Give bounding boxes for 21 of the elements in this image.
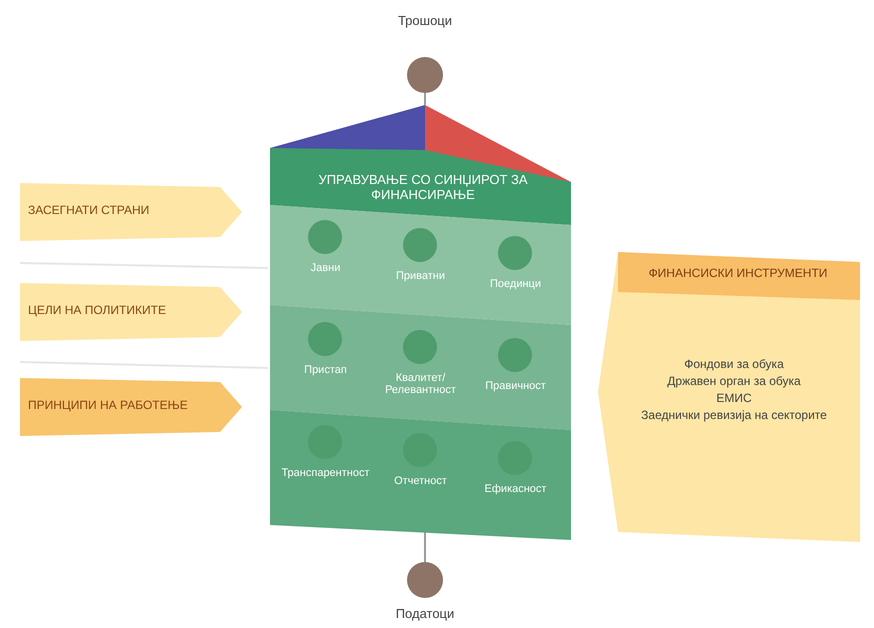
- list-item: ЕМИС: [715, 391, 753, 405]
- panel-heading: ФИНАНСИСКИ ИНСТРУМЕНТИ: [648, 266, 828, 280]
- endpoint-label: Податоци: [394, 606, 456, 621]
- item-label: Јавни: [310, 262, 342, 274]
- item-label: Ефикасност: [484, 483, 548, 495]
- item-label: Правичност: [484, 380, 547, 392]
- item-label: Транспарентност: [280, 467, 371, 479]
- endpoint-label: Трошоци: [396, 13, 454, 28]
- list-item: Фондови за обука: [683, 357, 785, 371]
- list-item: Државен орган за обука: [666, 374, 802, 388]
- item-label: Поединци: [489, 278, 542, 290]
- tab-label: ЦЕЛИ НА ПОЛИТИКИТЕ: [28, 303, 167, 317]
- item-label: Отчетност: [393, 475, 448, 487]
- tab-label: ЗАСЕГНАТИ СТРАНИ: [28, 203, 150, 217]
- connector-line: [424, 93, 426, 105]
- list-item: Заеднички ревизија на секторите: [640, 408, 828, 422]
- item-label: Пристап: [303, 364, 348, 376]
- panel-heading: УПРАВУВАЊЕ СО СИНЏИРОТ ЗА ФИНАНСИРАЊЕ: [317, 172, 529, 202]
- item-label: Приватни: [394, 270, 446, 282]
- tab-label: ПРИНЦИПИ НА РАБОТЕЊЕ: [28, 398, 189, 412]
- item-label: Квалитет/ Релевантност: [384, 372, 457, 396]
